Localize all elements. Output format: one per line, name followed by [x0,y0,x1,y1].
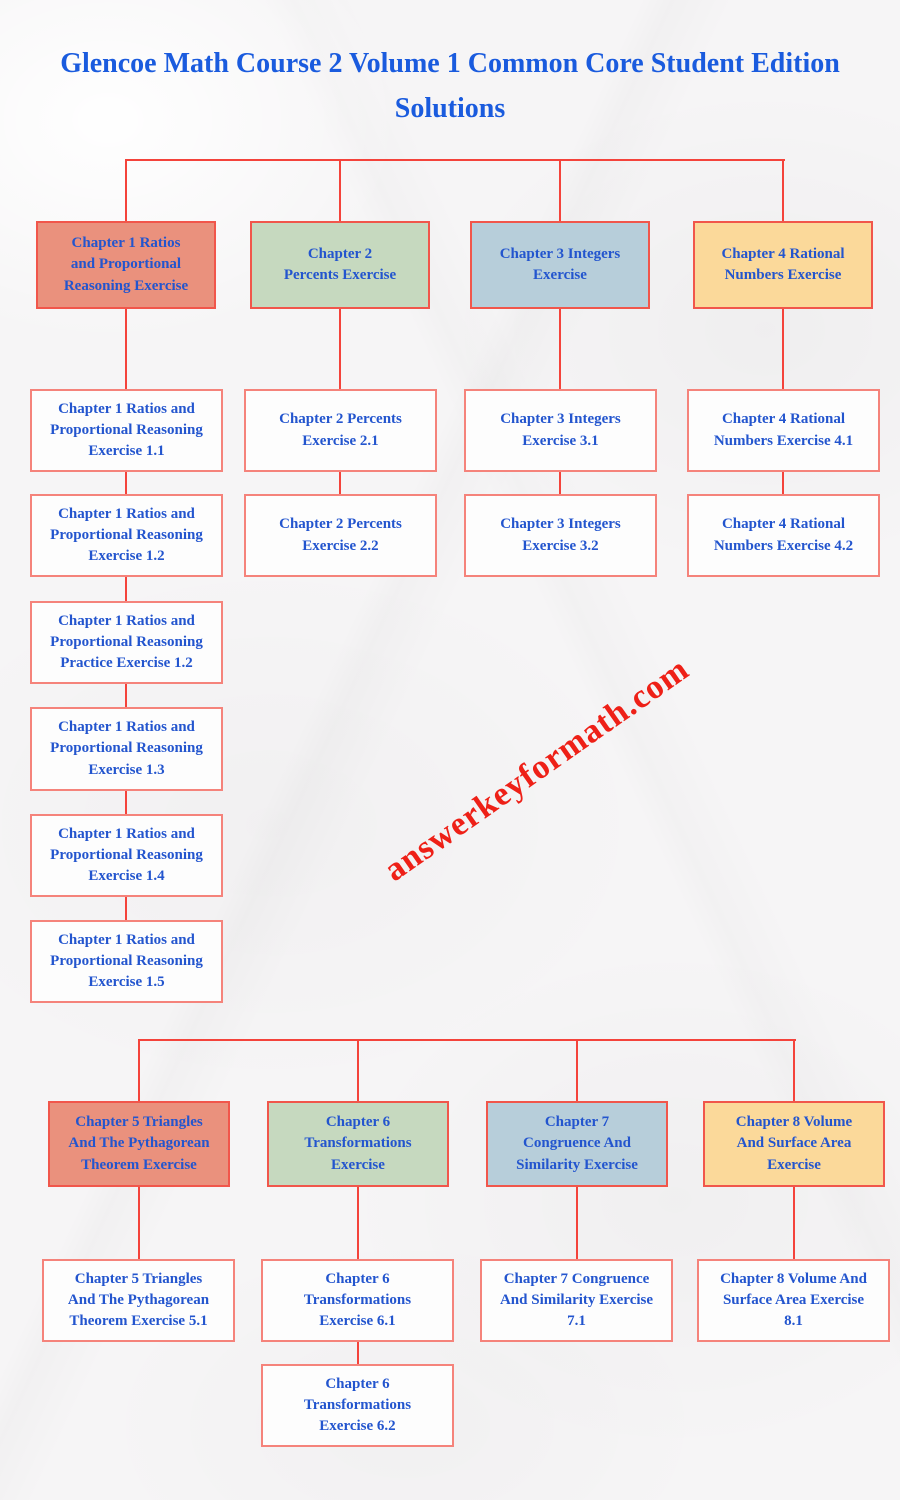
chapter-6-label: Chapter 6 Transformations Exercise [304,1114,412,1173]
exercise-6-1-node[interactable]: Chapter 6 Transformations Exercise 6.1 [261,1259,454,1342]
connector-line [138,1039,140,1102]
connector-line [782,471,784,495]
exercise-3-1-node[interactable]: Chapter 3 Integers Exercise 3.1 [464,389,657,472]
exercise-1-3-label: Chapter 1 Ratios and Proportional Reason… [50,719,203,778]
connector-line [339,159,341,222]
watermark-text: answerkeyformath.com [377,650,696,889]
connector-line [125,471,127,495]
exercise-8-1-node[interactable]: Chapter 8 Volume And Surface Area Exerci… [697,1259,890,1342]
exercise-1-3-node[interactable]: Chapter 1 Ratios and Proportional Reason… [30,707,223,791]
connector-line [782,159,784,222]
chapter-8-label: Chapter 8 Volume And Surface Area Exerci… [735,1114,853,1173]
exercise-5-1-node[interactable]: Chapter 5 Triangles And The Pythagorean … [42,1259,235,1342]
exercise-1-1-node[interactable]: Chapter 1 Ratios and Proportional Reason… [30,389,223,472]
exercise-1-5-node[interactable]: Chapter 1 Ratios and Proportional Reason… [30,920,223,1003]
connector-line [125,159,127,222]
exercise-1-2-label: Chapter 1 Ratios and Proportional Reason… [50,505,203,565]
connector-line [357,1341,359,1365]
connector-line [339,308,341,390]
exercise-1-2-node[interactable]: Chapter 1 Ratios and Proportional Reason… [30,494,223,577]
exercise-4-1-node[interactable]: Chapter 4 Rational Numbers Exercise 4.1 [687,389,880,472]
connector-line [793,1186,795,1260]
exercise-3-2-label: Chapter 3 Integers Exercise 3.2 [500,516,621,554]
exercise-2-2-node[interactable]: Chapter 2 Percents Exercise 2.2 [244,494,437,577]
connector-line [125,308,127,390]
exercise-4-2-node[interactable]: Chapter 4 Rational Numbers Exercise 4.2 [687,494,880,577]
exercise-1-4-node[interactable]: Chapter 1 Ratios and Proportional Reason… [30,814,223,897]
connector-line [357,1186,359,1260]
chapter-1-node[interactable]: Chapter 1 Ratios and Proportional Reason… [36,221,216,309]
chapter-7-label: Chapter 7 Congruence And Similarity Exer… [516,1114,638,1173]
connector-line [576,1186,578,1260]
chapter-6-node[interactable]: Chapter 6 Transformations Exercise [267,1101,449,1187]
chapter-3-node[interactable]: Chapter 3 Integers Exercise [470,221,650,309]
chapter-5-label: Chapter 5 Triangles And The Pythagorean … [68,1114,210,1173]
exercise-6-1-label: Chapter 6 Transformations Exercise 6.1 [303,1270,412,1330]
practice-exercise-1-2-node[interactable]: Chapter 1 Ratios and Proportional Reason… [30,601,223,684]
chapter-2-label: Chapter 2 Percents Exercise [283,245,397,283]
connector-line [559,471,561,495]
exercise-1-4-label: Chapter 1 Ratios and Proportional Reason… [50,825,203,885]
practice-exercise-1-2-label: Chapter 1 Ratios and Proportional Reason… [50,612,203,672]
connector-line [793,1039,795,1102]
chapter-4-node[interactable]: Chapter 4 Rational Numbers Exercise [693,221,873,309]
exercise-7-1-label: Chapter 7 Congruence And Similarity Exer… [499,1270,654,1330]
connector-line [339,471,341,495]
exercise-8-1-label: Chapter 8 Volume And Surface Area Exerci… [720,1270,867,1330]
connector-line [559,159,561,222]
page-title: Glencoe Math Course 2 Volume 1 Common Co… [60,48,840,124]
connector-line [125,683,127,708]
chapter-1-label: Chapter 1 Ratios and Proportional Reason… [63,235,189,294]
chapter-3-label: Chapter 3 Integers Exercise [499,245,621,283]
connector-line [125,790,127,815]
exercise-1-1-label: Chapter 1 Ratios and Proportional Reason… [50,400,203,460]
exercise-6-2-node[interactable]: Chapter 6 Transformations Exercise 6.2 [261,1364,454,1447]
chapter-2-node[interactable]: Chapter 2 Percents Exercise [250,221,430,309]
connector-line [576,1039,578,1102]
exercise-2-2-label: Chapter 2 Percents Exercise 2.2 [279,516,402,554]
connector-line [357,1039,359,1102]
exercise-3-2-node[interactable]: Chapter 3 Integers Exercise 3.2 [464,494,657,577]
connector-line [125,159,785,161]
connector-line [559,308,561,390]
chapter-4-label: Chapter 4 Rational Numbers Exercise [721,245,845,283]
exercise-6-2-label: Chapter 6 Transformations Exercise 6.2 [303,1375,412,1435]
exercise-2-1-label: Chapter 2 Percents Exercise 2.1 [279,411,402,449]
connector-line [138,1039,796,1041]
exercise-7-1-node[interactable]: Chapter 7 Congruence And Similarity Exer… [480,1259,673,1342]
exercise-1-5-label: Chapter 1 Ratios and Proportional Reason… [50,931,203,991]
exercise-3-1-label: Chapter 3 Integers Exercise 3.1 [500,411,621,449]
exercise-2-1-node[interactable]: Chapter 2 Percents Exercise 2.1 [244,389,437,472]
chapter-5-node[interactable]: Chapter 5 Triangles And The Pythagorean … [48,1101,230,1187]
connector-line [138,1186,140,1260]
connector-line [782,308,784,390]
exercise-5-1-label: Chapter 5 Triangles And The Pythagorean … [67,1270,210,1330]
exercise-4-2-label: Chapter 4 Rational Numbers Exercise 4.2 [713,516,854,554]
connector-line [125,896,127,921]
chapter-8-node[interactable]: Chapter 8 Volume And Surface Area Exerci… [703,1101,885,1187]
chapter-7-node[interactable]: Chapter 7 Congruence And Similarity Exer… [486,1101,668,1187]
exercise-4-1-label: Chapter 4 Rational Numbers Exercise 4.1 [713,411,854,449]
connector-line [125,576,127,602]
